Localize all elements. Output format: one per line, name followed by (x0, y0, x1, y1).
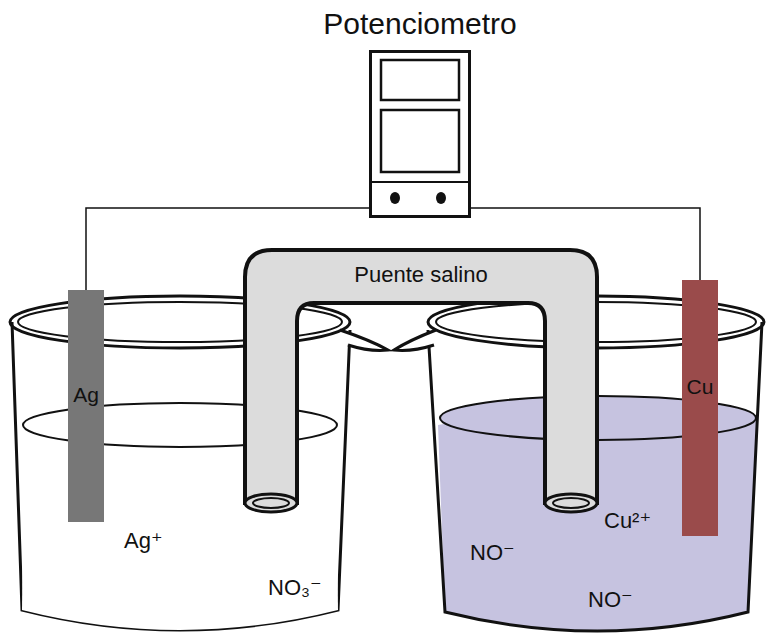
bridge-label: Puente salino (240, 262, 602, 288)
ion-label: NO₃⁻ (268, 575, 322, 601)
meter-body (369, 50, 471, 218)
electrode-label: Cu (682, 374, 718, 399)
left-beaker (10, 296, 388, 630)
silver-electrode: Ag (68, 290, 104, 522)
ion-label: NO⁻ (588, 587, 633, 613)
potentiometer: Potenciometro (300, 6, 540, 220)
ion-label: Cu²⁺ (604, 508, 651, 534)
salt-bridge: Puente salino (240, 245, 602, 517)
ion-label: NO⁻ (470, 540, 515, 566)
ion-label: Ag⁺ (124, 528, 163, 554)
electrode-label: Ag (68, 382, 104, 407)
instrument-title: Potenciometro (300, 6, 540, 42)
copper-electrode: Cu (682, 280, 718, 536)
